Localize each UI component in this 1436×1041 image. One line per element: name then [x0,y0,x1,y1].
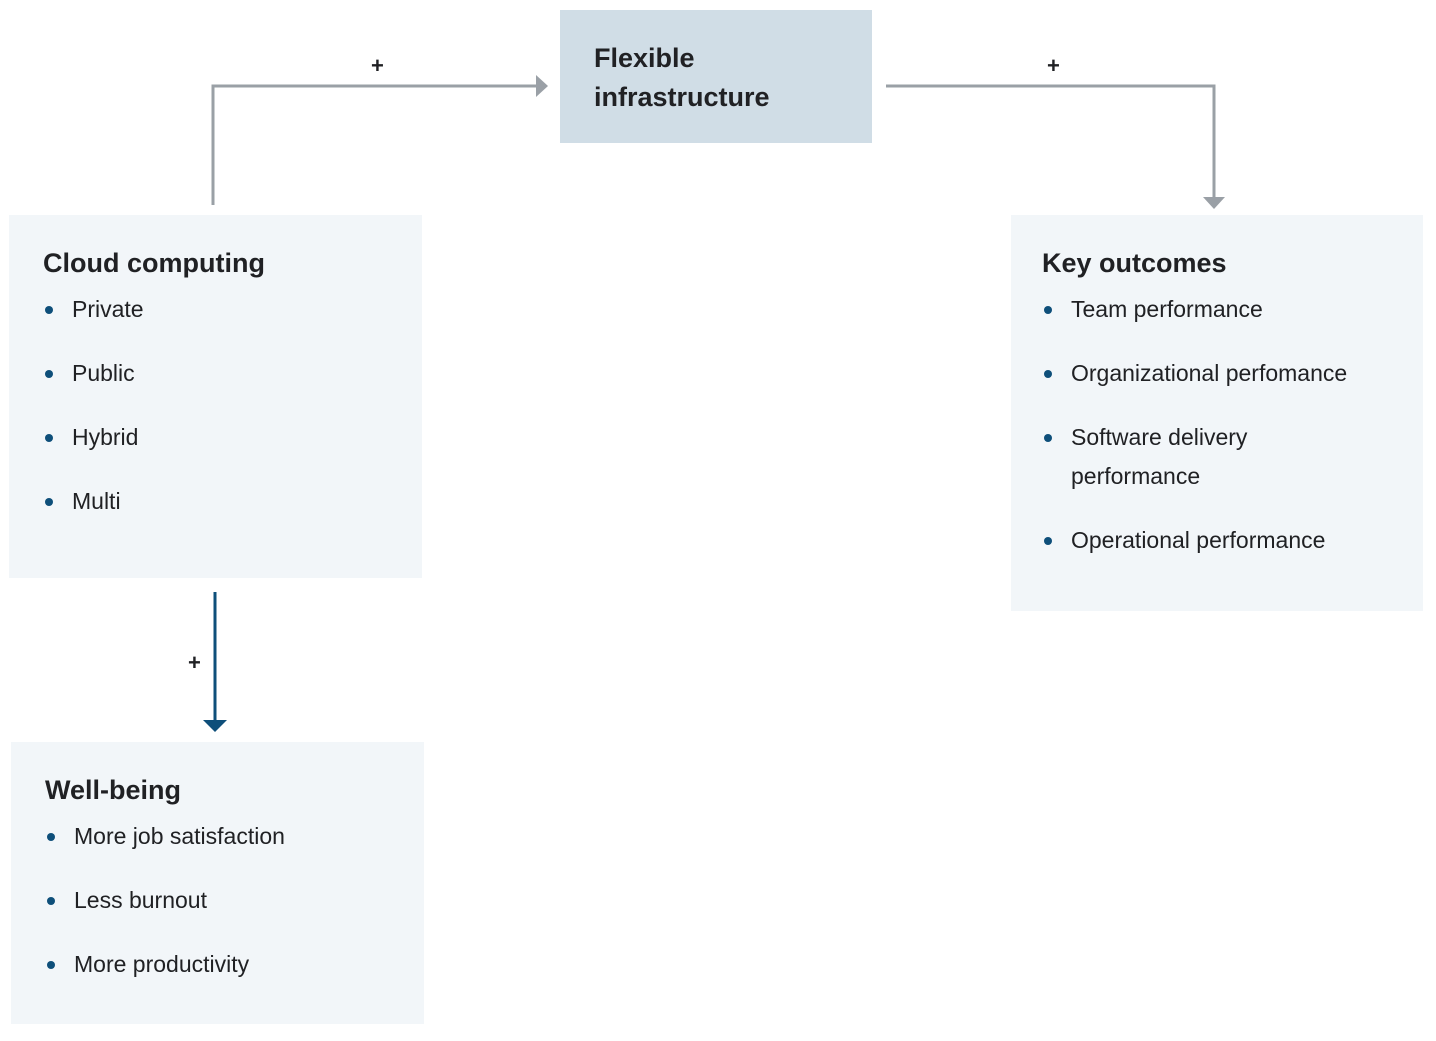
list-item: Operational performance [1042,521,1371,560]
bullet-icon [1044,434,1052,442]
outcome-item-label: Organizational perfomance [1071,360,1348,386]
infrastructure-title-line2: infrastructure [594,82,770,112]
list-item: Hybrid [43,418,422,457]
outcome-item-label: Team performance [1071,296,1263,322]
list-item: Less burnout [45,881,424,920]
edge-label-cloud-infrastructure: + [371,53,384,78]
cloud-item-label: Private [72,296,144,322]
bullet-icon [1044,306,1052,314]
bullet-icon [47,833,55,841]
arrowhead-outcomes [1203,197,1225,209]
list-item: More job satisfaction [45,817,424,856]
key-outcomes-node: Key outcomes Team performance Organizati… [1011,215,1423,611]
wellbeing-list: More job satisfaction Less burnout More … [45,817,424,984]
cloud-item-label: Hybrid [72,424,139,450]
bullet-icon [45,370,53,378]
arrowhead-infrastructure [536,75,548,97]
list-item: Private [43,290,422,329]
cloud-item-label: Public [72,360,135,386]
arrow-cloud-to-infrastructure [211,84,538,205]
arrow-infrastructure-to-outcomes [886,84,1216,198]
infrastructure-title-line1: Flexible [594,43,695,73]
list-item: Software delivery performance [1042,418,1371,496]
outcome-item-label: Software delivery performance [1071,424,1248,489]
list-item: More productivity [45,945,424,984]
list-item: Organizational perfomance [1042,354,1371,393]
cloud-computing-node: Cloud computing Private Public Hybrid Mu… [9,215,422,578]
outcomes-list: Team performance Organizational perfoman… [1042,290,1423,560]
edge-label-cloud-wellbeing: + [188,650,201,675]
cloud-title: Cloud computing [43,248,265,278]
wellbeing-item-label: Less burnout [74,887,207,913]
bullet-icon [45,498,53,506]
flexible-infrastructure-node: Flexible infrastructure [560,10,872,143]
list-item: Multi [43,482,422,521]
list-item: Team performance [1042,290,1371,329]
wellbeing-item-label: More job satisfaction [74,823,285,849]
bullet-icon [47,897,55,905]
bullet-icon [45,306,53,314]
edge-label-infrastructure-outcomes: + [1047,53,1060,78]
list-item: Public [43,354,422,393]
bullet-icon [1044,537,1052,545]
bullet-icon [45,434,53,442]
wellbeing-title: Well-being [45,775,182,805]
bullet-icon [1044,370,1052,378]
cloud-list: Private Public Hybrid Multi [43,290,422,521]
infrastructure-title: Flexible infrastructure [594,39,872,117]
arrowhead-wellbeing [203,720,227,732]
well-being-node: Well-being More job satisfaction Less bu… [11,742,424,1024]
bullet-icon [47,961,55,969]
outcome-item-label: Operational performance [1071,527,1326,553]
cloud-item-label: Multi [72,488,121,514]
wellbeing-item-label: More productivity [74,951,250,977]
outcomes-title: Key outcomes [1042,248,1227,278]
